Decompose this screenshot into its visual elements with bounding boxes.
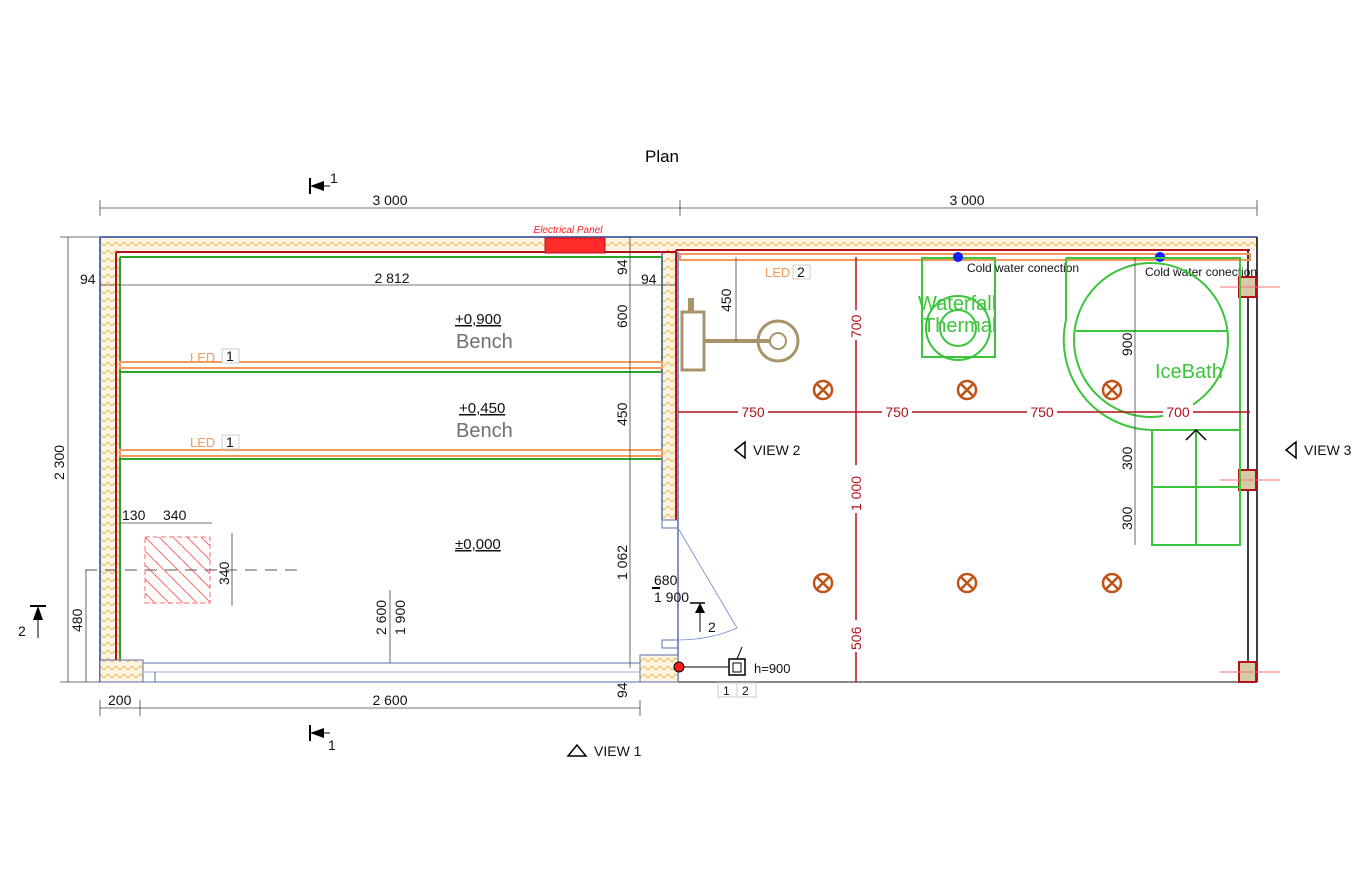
svg-text:h=900: h=900 <box>754 661 791 676</box>
svg-text:480: 480 <box>69 608 85 632</box>
door[interactable]: 680 1 900 2 <box>652 527 738 641</box>
dim-top-right: 3 000 <box>949 192 984 208</box>
svg-text:130: 130 <box>122 507 146 523</box>
view-marker-1[interactable]: VIEW 1 <box>566 743 642 759</box>
section-mark-1-top[interactable]: 1 <box>309 170 338 194</box>
bench-upper-label: Bench <box>456 331 513 353</box>
svg-text:750: 750 <box>1030 404 1054 420</box>
svg-text:300: 300 <box>1119 446 1135 470</box>
light-fixture-icon <box>812 572 834 594</box>
svg-text:680: 680 <box>654 572 678 588</box>
light-fixture-icon <box>1101 379 1123 401</box>
svg-text:750: 750 <box>741 404 765 420</box>
dim-top-left: 3 000 <box>372 192 407 208</box>
svg-text:2 300: 2 300 <box>51 445 67 480</box>
left-room-dimensions: 2 812 94 94 94 600 450 1 062 2 300 480 2… <box>51 236 676 716</box>
svg-text:2: 2 <box>708 619 716 635</box>
light-fixture-icon <box>956 572 978 594</box>
svg-text:LED: LED <box>190 350 215 365</box>
level-mid: +0,450 <box>459 400 505 417</box>
svg-text:94: 94 <box>80 271 96 287</box>
view-marker-2[interactable]: VIEW 2 <box>733 440 801 460</box>
bench-upper: +0,900 Bench LED 1 <box>119 311 663 373</box>
top-dimension: 3 000 3 000 <box>99 192 1258 216</box>
svg-text:450: 450 <box>718 288 734 312</box>
electrical-panel[interactable]: Electrical Panel <box>534 225 606 254</box>
icebath: IceBath 900 300 300 <box>1062 257 1241 546</box>
svg-text:94: 94 <box>614 259 630 275</box>
cold-water-connection-1: Cold water conection <box>953 252 1079 275</box>
svg-text:1 000: 1 000 <box>848 476 864 511</box>
ceiling-lights <box>812 379 1123 594</box>
svg-text:Waterfall: Waterfall <box>918 293 996 315</box>
bench-lower: +0,450 Bench LED 1 <box>119 400 663 460</box>
section-mark-1-bottom[interactable]: 1 <box>309 725 336 753</box>
light-switch[interactable]: h=900 1 2 <box>673 646 791 698</box>
svg-text:VIEW 3: VIEW 3 <box>1304 442 1352 458</box>
light-fixture-icon <box>1101 572 1123 594</box>
led-tag: 1 <box>226 434 234 450</box>
svg-text:VIEW 1: VIEW 1 <box>594 743 642 759</box>
svg-text:94: 94 <box>614 682 630 698</box>
svg-text:Cold water conection: Cold water conection <box>967 261 1079 275</box>
svg-text:Cold water conection: Cold water conection <box>1145 265 1257 279</box>
view-marker-3[interactable]: VIEW 3 <box>1284 440 1352 460</box>
svg-text:600: 600 <box>614 304 630 328</box>
svg-text:2 812: 2 812 <box>374 270 409 286</box>
shower-room-walls: LED 2 <box>678 237 1258 683</box>
level-upper: +0,900 <box>455 311 501 328</box>
svg-text:IceBath: IceBath <box>1155 361 1223 383</box>
svg-text:1: 1 <box>328 737 336 753</box>
lighting-dimensions: 750 750 750 700 700 1 000 506 <box>678 257 1250 682</box>
window-label-top: 2 600 <box>373 600 389 635</box>
level-floor: ±0,000 <box>455 536 501 553</box>
led-tag: 1 <box>226 348 234 364</box>
heater-zone: 130 340 340 <box>85 507 300 606</box>
svg-text:94: 94 <box>641 271 657 287</box>
svg-text:450: 450 <box>614 402 630 426</box>
columns <box>1220 276 1280 683</box>
sauna-walls <box>99 236 1257 683</box>
svg-text:200: 200 <box>108 692 132 708</box>
svg-text:900: 900 <box>1119 332 1135 356</box>
svg-text:Thermal: Thermal <box>923 315 996 337</box>
svg-text:506: 506 <box>848 626 864 650</box>
svg-text:LED: LED <box>765 265 790 280</box>
window: 2 600 1 900 <box>142 590 641 683</box>
svg-text:300: 300 <box>1119 506 1135 530</box>
svg-text:2 600: 2 600 <box>372 692 407 708</box>
water-point-icon <box>953 252 963 262</box>
svg-text:LED: LED <box>190 435 215 450</box>
svg-text:340: 340 <box>163 507 187 523</box>
svg-text:VIEW 2: VIEW 2 <box>753 442 801 458</box>
window-label-bottom: 1 900 <box>392 600 408 635</box>
svg-text:2: 2 <box>18 623 26 639</box>
svg-text:2: 2 <box>742 684 749 698</box>
light-fixture-icon <box>812 379 834 401</box>
svg-text:1: 1 <box>723 684 730 698</box>
svg-text:700: 700 <box>848 314 864 338</box>
light-fixture-icon <box>956 379 978 401</box>
bench-lower-label: Bench <box>456 420 513 442</box>
svg-text:1 062: 1 062 <box>614 545 630 580</box>
plan-title: Plan <box>645 147 679 166</box>
svg-text:1: 1 <box>330 170 338 186</box>
waterfall-thermal: Waterfall Thermal <box>918 257 996 361</box>
svg-text:750: 750 <box>885 404 909 420</box>
shower-fixture: 450 <box>680 257 800 372</box>
section-mark-2-left[interactable]: 2 <box>18 605 46 639</box>
led-tag: 2 <box>797 264 805 280</box>
svg-text:340: 340 <box>216 561 232 585</box>
svg-text:Electrical Panel: Electrical Panel <box>534 225 604 236</box>
svg-text:700: 700 <box>1166 404 1190 420</box>
svg-text:1 900: 1 900 <box>654 589 689 605</box>
